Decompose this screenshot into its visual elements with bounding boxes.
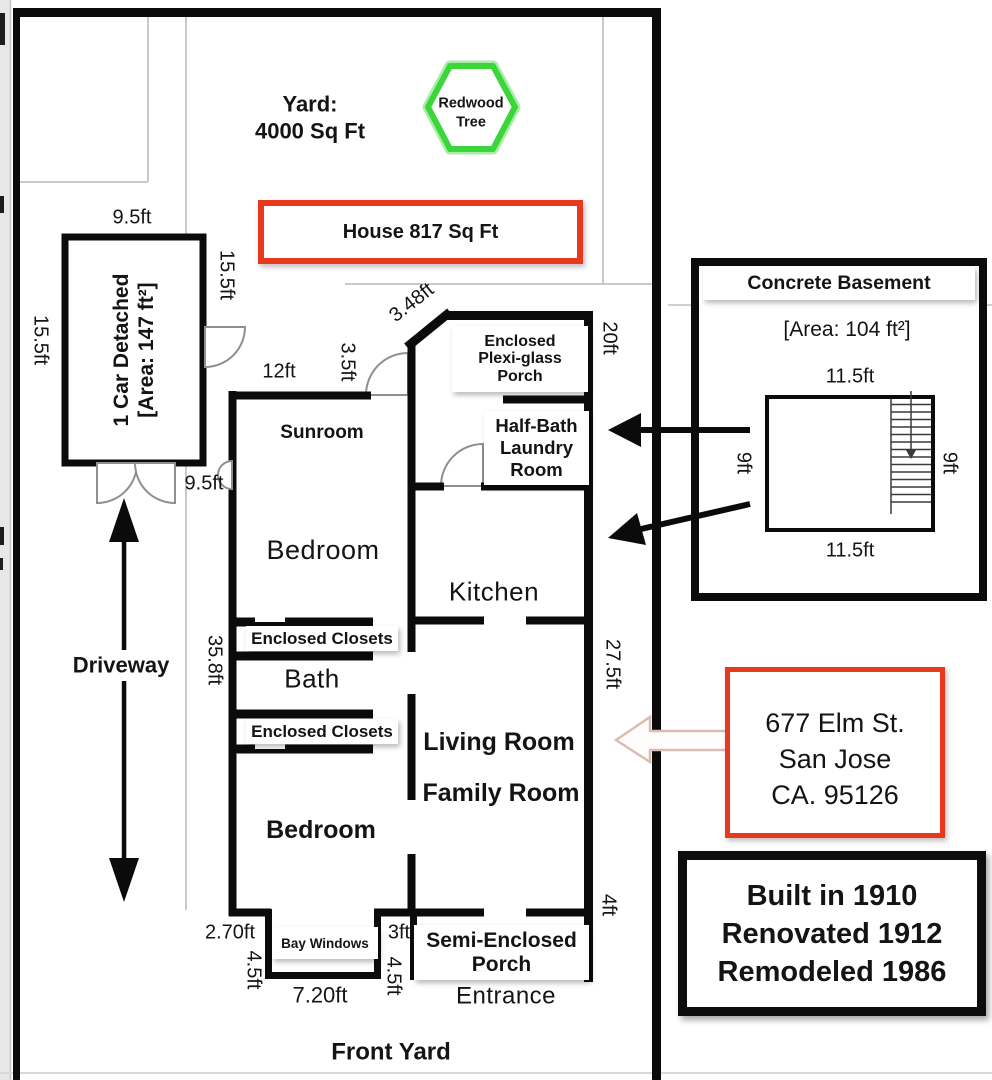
history-line2: Renovated 1912 [721, 917, 943, 950]
garage-dim-top: 9.5ft [112, 206, 152, 229]
room-enclosed-porch: Enclosed Plexi-glass Porch [452, 326, 588, 392]
semi-line1: Semi-Enclosed [426, 928, 577, 952]
halfbath-door-arc [439, 442, 484, 487]
closet-door-notches [255, 615, 285, 749]
dim-4-5ft-left: 4.5ft [242, 950, 265, 990]
room-semi-enclosed-porch: Semi-Enclosed Porch [414, 925, 589, 980]
porch-line2: Plexi-glass [478, 350, 562, 368]
house-area-label: House 817 Sq Ft [342, 220, 499, 243]
address-line2: San Jose [778, 744, 892, 774]
garage-outline [61, 233, 207, 467]
basement-area: [Area: 104 ft²] [783, 317, 911, 341]
yard-title-line1: Yard: [282, 91, 338, 117]
redwood-tree-label-line2: Tree [456, 114, 486, 131]
closets-bottom-label: Enclosed Closets [251, 721, 393, 741]
front-yard-label: Front Yard [331, 1038, 451, 1066]
redwood-tree-icon [422, 60, 521, 155]
dim-4-5ft-right: 4.5ft [382, 956, 405, 996]
dim-3-5ft: 3.5ft [336, 342, 359, 382]
redwood-tree-label-line1: Redwood [438, 95, 504, 112]
halfbath-line2: Laundry [500, 437, 573, 458]
dim-7-20ft: 7.20ft [292, 982, 348, 1008]
dim-27-5ft: 27.5ft [601, 638, 624, 690]
garage-title-line1: 1 Car Detached [110, 273, 133, 427]
basement-dim-right: 9ft [938, 451, 961, 475]
garage-door-right-arc [133, 462, 176, 505]
garage-door-left-arc [96, 462, 139, 505]
address-arrow-icon [613, 714, 730, 765]
room-bedroom-upper: Bedroom [266, 534, 380, 565]
page-edge [0, 0, 12, 1080]
room-family: Family Room [422, 778, 580, 807]
address-line1: 677 Elm St. [765, 708, 905, 738]
garage-title-line2: [Area: 147 ft²] [135, 282, 158, 418]
garage-dim-right: 15.5ft [215, 249, 238, 301]
garage-dim-left: 15.5ft [29, 314, 52, 366]
property-boundary [13, 8, 661, 1080]
address-line3: CA. 95126 [771, 780, 899, 810]
halfbath-line1: Half-Bath [495, 415, 578, 436]
room-enclosed-closets-bottom: Enclosed Closets [246, 719, 398, 744]
dim-12ft: 12ft [262, 360, 296, 383]
dim-20ft: 20ft [598, 321, 621, 355]
semi-line2: Porch [471, 952, 532, 976]
door-arcs [96, 326, 484, 505]
room-bath: Bath [284, 663, 340, 694]
basement-title: Concrete Basement [747, 272, 931, 294]
window-bump [217, 459, 233, 491]
dim-4ft: 4ft [597, 893, 620, 917]
bay-windows-label: Bay Windows [281, 935, 369, 951]
basement-title-box: Concrete Basement [703, 267, 975, 300]
history-line1: Built in 1910 [746, 879, 918, 912]
dim-2-70ft: 2.70ft [204, 921, 256, 944]
garage-dim-doors: 9.5ft [184, 472, 224, 495]
porch-line3: Porch [497, 367, 543, 385]
dim-3ft: 3ft [387, 921, 411, 944]
address-box: 677 Elm St. San Jose CA. 95126 [725, 667, 945, 838]
closets-top-label: Enclosed Closets [251, 628, 393, 648]
bay-windows-box: Bay Windows [272, 927, 378, 959]
history-line3: Remodeled 1986 [717, 955, 947, 988]
halfbath-line3: Room [510, 459, 563, 480]
garage-title: 1 Car Detached [Area: 147 ft²] [109, 274, 159, 427]
history-box: Built in 1910 Renovated 1912 Remodeled 1… [678, 851, 986, 1016]
entrance-label: Entrance [455, 982, 557, 1010]
room-enclosed-closets-top: Enclosed Closets [246, 626, 398, 651]
house-area-banner: House 817 Sq Ft [258, 200, 583, 264]
sunroom-door-arc [364, 351, 409, 396]
stairs-direction-arrow-icon [906, 450, 916, 459]
room-sunroom: Sunroom [280, 422, 364, 444]
room-living: Living Room [423, 727, 575, 756]
dim-35-8ft: 35.8ft [203, 634, 226, 686]
room-halfbath-laundry: Half-Bath Laundry Room [484, 411, 589, 485]
driveway-arrow-icon [109, 498, 139, 902]
basement-dim-top: 11.5ft [825, 365, 875, 388]
yard-title-line2: 4000 Sq Ft [254, 118, 366, 144]
room-bedroom-lower: Bedroom [266, 815, 376, 844]
basement-stairs-icon [890, 391, 931, 514]
porch-line1: Enclosed [484, 332, 556, 350]
room-kitchen: Kitchen [448, 576, 540, 607]
driveway-label: Driveway [72, 652, 170, 678]
basement-dim-left: 9ft [732, 451, 755, 475]
basement-arrow-icons [608, 413, 751, 545]
basement-dim-bottom: 11.5ft [825, 539, 875, 562]
garage-side-door-arc [204, 326, 247, 369]
